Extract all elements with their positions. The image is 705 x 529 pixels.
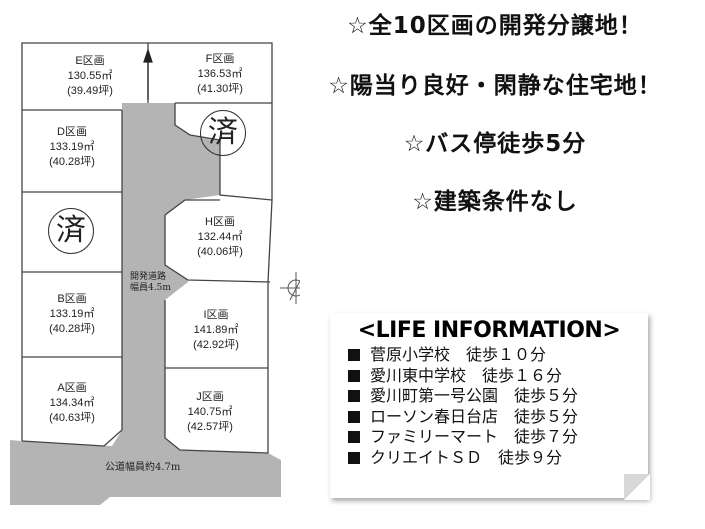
place-name: 菅原小学校 bbox=[370, 345, 451, 364]
walk-time: 徒歩１６分 bbox=[482, 365, 563, 385]
headline-1: ☆全10区画の開発分譲地！ bbox=[347, 13, 643, 39]
lot-tsubo: (40.63坪) bbox=[49, 412, 95, 424]
life-info-list: 菅原小学校徒歩１０分 愛川東中学校徒歩１６分 愛川町第一号公園徒歩５分 ローソン… bbox=[348, 345, 648, 468]
bullet-square-icon bbox=[348, 431, 360, 443]
site-plan-drawing: N bbox=[10, 42, 349, 505]
list-item: ファミリーマート徒歩７分 bbox=[348, 427, 648, 448]
lot-area: 130.55㎡ bbox=[67, 70, 113, 82]
lot-h[interactable]: H区画 132.44㎡ (40.06坪) bbox=[170, 215, 270, 260]
dev-road-label: 開発道路幅員4.5m bbox=[130, 272, 171, 294]
development-road bbox=[122, 103, 220, 438]
walk-time: 徒歩９分 bbox=[498, 447, 563, 467]
bullet-square-icon bbox=[348, 410, 360, 423]
list-item: 菅原小学校徒歩１０分 bbox=[348, 345, 648, 366]
headline-4: ☆建築条件なし bbox=[412, 189, 578, 215]
bullet-square-icon bbox=[348, 349, 360, 361]
bullet-square-icon bbox=[348, 451, 360, 464]
lot-i[interactable]: I区画 141.89㎡ (42.92坪) bbox=[166, 308, 266, 353]
lot-name: J区画 bbox=[196, 391, 224, 403]
lot-area: 141.89㎡ bbox=[193, 324, 239, 336]
lot-a[interactable]: A区画 134.34㎡ (40.63坪) bbox=[22, 381, 122, 426]
lot-b[interactable]: B区画 133.19㎡ (40.28坪) bbox=[22, 292, 122, 337]
lot-tsubo: (41.30坪) bbox=[197, 83, 243, 95]
sold-mark-g: 済 bbox=[200, 110, 246, 156]
lot-area: 133.19㎡ bbox=[49, 141, 95, 153]
lot-name: E区画 bbox=[75, 55, 105, 67]
walk-time: 徒歩５分 bbox=[514, 386, 579, 405]
dev-road-width: 幅員4.5m bbox=[130, 283, 171, 293]
list-item: 愛川町第一号公園徒歩５分 bbox=[348, 386, 648, 407]
walk-time: 徒歩７分 bbox=[514, 427, 579, 446]
lot-name: D区画 bbox=[57, 126, 87, 138]
headline-2: ☆陽当り良好・閑静な住宅地！ bbox=[328, 73, 662, 99]
lot-tsubo: (42.92坪) bbox=[193, 339, 239, 351]
place-name: ローソン春日台店 bbox=[370, 406, 499, 426]
lot-area: 136.53㎡ bbox=[197, 68, 243, 80]
life-information-panel: <LIFE INFORMATION> 菅原小学校徒歩１０分 愛川東中学校徒歩１６… bbox=[330, 313, 650, 500]
place-name: 愛川東中学校 bbox=[370, 365, 467, 385]
lot-name: B区画 bbox=[57, 293, 87, 305]
list-item: 愛川東中学校徒歩１６分 bbox=[348, 366, 648, 387]
lot-area: 140.75㎡ bbox=[187, 406, 233, 418]
lot-tsubo: (40.06坪) bbox=[197, 246, 243, 258]
lot-area: 133.19㎡ bbox=[49, 308, 95, 320]
lot-name: A区画 bbox=[57, 382, 87, 394]
lot-name: I区画 bbox=[203, 309, 229, 321]
place-name: クリエイトＳＤ bbox=[370, 447, 483, 467]
list-item: クリエイトＳＤ 徒歩９分 bbox=[348, 448, 648, 469]
lot-tsubo: (42.57坪) bbox=[187, 421, 233, 433]
lot-area: 134.34㎡ bbox=[49, 397, 95, 409]
place-name: 愛川町第一号公園 bbox=[370, 386, 499, 405]
walk-time: 徒歩５分 bbox=[514, 406, 579, 426]
dev-road-name: 開発道路 bbox=[130, 272, 167, 282]
public-road-label: 公道幅員約4.7m bbox=[105, 462, 181, 473]
lot-tsubo: (39.49坪) bbox=[67, 85, 113, 97]
life-info-title: <LIFE INFORMATION> bbox=[357, 318, 621, 343]
walk-time: 徒歩１０分 bbox=[466, 345, 547, 364]
page-curl-decoration bbox=[624, 474, 650, 500]
lot-f[interactable]: F区画 136.53㎡ (41.30坪) bbox=[170, 52, 270, 97]
lot-d[interactable]: D区画 133.19㎡ (40.28坪) bbox=[22, 125, 122, 170]
lot-area: 132.44㎡ bbox=[197, 231, 243, 243]
lot-tsubo: (40.28坪) bbox=[49, 323, 95, 335]
public-road bbox=[10, 357, 281, 505]
place-name: ファミリーマート bbox=[370, 427, 499, 446]
bullet-square-icon bbox=[348, 390, 360, 402]
north-arrow bbox=[143, 48, 153, 100]
headline-3: ☆バス停徒歩5分 bbox=[403, 131, 587, 157]
lot-name: H区画 bbox=[205, 216, 235, 228]
list-item: ローソン春日台店徒歩５分 bbox=[348, 407, 648, 428]
lot-tsubo: (40.28坪) bbox=[49, 156, 95, 168]
lot-e[interactable]: E区画 130.55㎡ (39.49坪) bbox=[40, 54, 140, 99]
sold-mark-c: 済 bbox=[48, 208, 94, 254]
bullet-square-icon bbox=[348, 369, 360, 382]
lot-j[interactable]: J区画 140.75㎡ (42.57坪) bbox=[160, 390, 260, 435]
lot-name: F区画 bbox=[205, 53, 235, 65]
